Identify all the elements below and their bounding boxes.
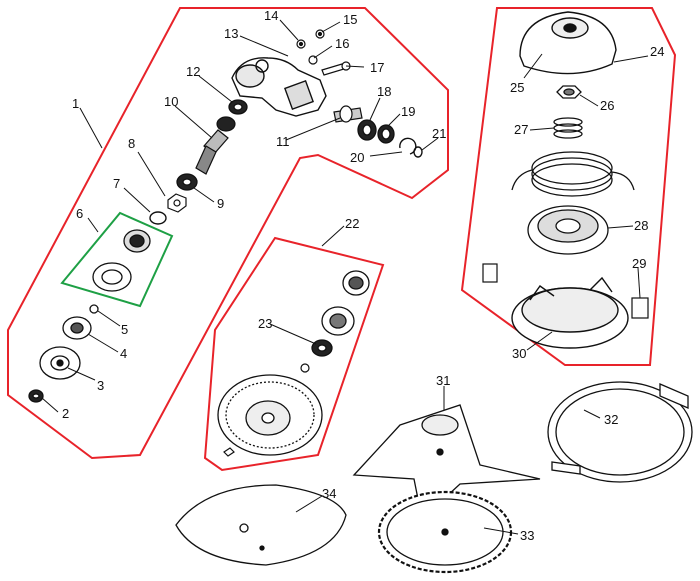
bearing-12	[228, 99, 248, 115]
callout-13: 13	[224, 26, 238, 41]
callout-21: 21	[432, 126, 446, 141]
callout-11: 11	[276, 134, 290, 149]
washer-8	[167, 193, 187, 213]
callout-12: 12	[186, 64, 200, 79]
group-outline-trimmer-head	[460, 7, 677, 366]
callout-15: 15	[343, 12, 357, 27]
bearing-9	[176, 173, 198, 191]
leader-lines	[41, 19, 649, 535]
callout-1: 1	[72, 96, 79, 111]
protector-disc	[217, 374, 323, 456]
group-outline-clamp-set	[60, 211, 174, 308]
head-base-30	[511, 276, 629, 349]
callout-3: 3	[97, 378, 104, 393]
blade-31	[352, 404, 541, 521]
drive-pinion-10	[195, 116, 236, 175]
saw-blade-33	[377, 490, 513, 574]
washer-small	[300, 363, 310, 373]
callout-29: 29	[632, 256, 646, 271]
bolt-small	[223, 447, 235, 457]
callout-10: 10	[164, 94, 178, 109]
group-outline-blade-holder	[203, 236, 385, 472]
snap-ring-7	[149, 211, 167, 225]
callout-7: 7	[113, 176, 120, 191]
spacer-5	[89, 304, 99, 314]
callout-30: 30	[512, 346, 526, 361]
blade-34	[175, 484, 347, 566]
bearing-19	[377, 124, 395, 144]
callout-14: 14	[264, 8, 278, 23]
bolt-14	[296, 39, 306, 49]
nut-26	[556, 85, 582, 99]
callout-20: 20	[350, 150, 364, 165]
callout-19: 19	[401, 104, 415, 119]
bearing-23	[311, 339, 333, 357]
callout-26: 26	[600, 98, 614, 113]
spool-28	[527, 205, 609, 255]
callout-2: 2	[62, 406, 69, 421]
callout-17: 17	[370, 60, 384, 75]
callout-28: 28	[634, 218, 648, 233]
bearing-18	[357, 119, 377, 141]
callout-4: 4	[120, 346, 127, 361]
snap-ring-21	[413, 146, 423, 158]
callout-33: 33	[520, 528, 534, 543]
shaft-11	[333, 105, 363, 123]
callout-23: 23	[258, 316, 272, 331]
eyelet-29	[482, 263, 649, 319]
spring-27	[553, 117, 583, 139]
screw-16	[308, 55, 318, 65]
holder-body	[321, 306, 355, 336]
outer-clamp-6	[92, 229, 151, 292]
guard-ring-32	[547, 381, 693, 483]
callout-24: 24	[650, 44, 664, 59]
callout-27: 27	[514, 122, 528, 137]
gear-case	[231, 57, 327, 117]
callout-32: 32	[604, 412, 618, 427]
callout-18: 18	[377, 84, 391, 99]
callout-9: 9	[217, 196, 224, 211]
head-cap-25	[519, 11, 617, 75]
callout-labels: 1 2 3 4 5 6 7 8 9 10 11 12 13 14 15 16 1…	[62, 8, 664, 543]
trimmer-line-spool	[511, 151, 635, 197]
callout-5: 5	[121, 322, 128, 337]
callout-16: 16	[335, 36, 349, 51]
callout-34: 34	[322, 486, 336, 501]
cover-3	[39, 346, 81, 380]
callout-8: 8	[128, 136, 135, 151]
group-outline-gearhead	[7, 7, 449, 460]
callout-31: 31	[436, 373, 450, 388]
nut-2	[28, 389, 44, 403]
callout-6: 6	[76, 206, 83, 221]
holder-4	[62, 316, 92, 340]
callout-22: 22	[345, 216, 359, 231]
bolt-17	[321, 61, 351, 76]
callout-25: 25	[510, 80, 524, 95]
holder-plate	[342, 270, 370, 296]
